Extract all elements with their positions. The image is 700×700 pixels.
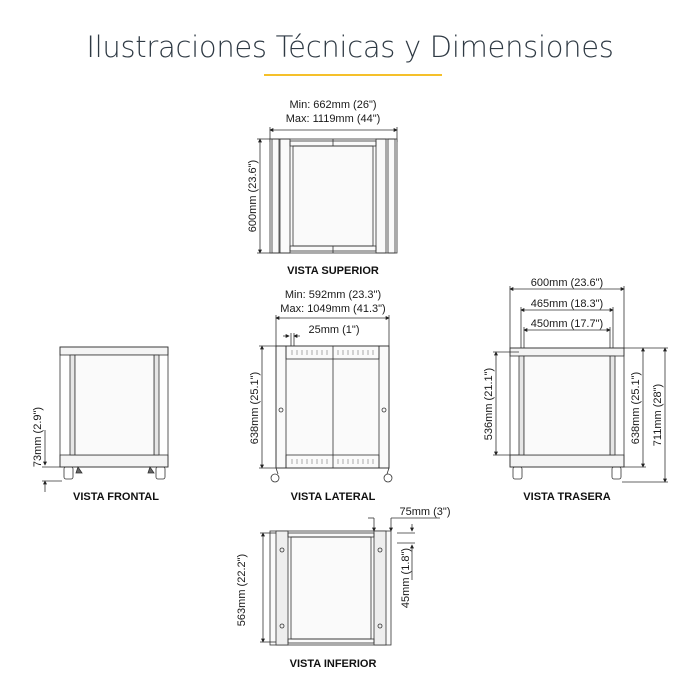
title-underline	[264, 74, 442, 76]
rear-rail-inner-label: 450mm (17.7")	[531, 318, 603, 330]
page-title: Ilustraciones Técnicas y Dimensiones	[86, 30, 614, 64]
top-view-drawing	[257, 127, 398, 254]
rear-outer-width-label: 600mm (23.6")	[531, 277, 603, 289]
rear-view-drawing	[493, 286, 668, 483]
rear-total-height-label: 711mm (28")	[652, 384, 664, 446]
front-caster-height-label: 73mm (2.9")	[32, 407, 44, 467]
side-view-drawing	[259, 315, 393, 483]
side-height-label: 638mm (25.1")	[249, 372, 261, 444]
rear-frame-height-label: 638mm (25.1")	[630, 372, 642, 444]
front-view-label: VISTA FRONTAL	[73, 491, 159, 503]
bottom-view-drawing	[260, 517, 440, 646]
bottom-depth-label: 563mm (22.2")	[236, 554, 248, 626]
side-width-min-label: Min: 592mm (23.3")	[285, 289, 381, 301]
side-width-max-label: Max: 1049mm (41.3")	[280, 303, 385, 315]
top-depth-label: 600mm (23.6")	[247, 160, 259, 232]
side-slot-pitch-label: 25mm (1")	[309, 324, 360, 336]
rear-rail-height-label: 536mm (21.1")	[483, 368, 495, 440]
top-view-label: VISTA SUPERIOR	[287, 265, 379, 277]
bottom-view-label: VISTA INFERIOR	[290, 658, 377, 670]
side-view-label: VISTA LATERAL	[291, 491, 376, 503]
bottom-offset-y-label: 45mm (1.8")	[400, 548, 412, 608]
top-width-min-label: Min: 662mm (26")	[289, 99, 376, 111]
front-view-drawing	[42, 346, 169, 492]
rear-view-label: VISTA TRASERA	[523, 491, 610, 503]
bottom-offset-x-label: 75mm (3")	[400, 506, 451, 518]
top-width-max-label: Max: 1119mm (44")	[286, 113, 381, 125]
rear-rail-outer-label: 465mm (18.3")	[531, 298, 603, 310]
